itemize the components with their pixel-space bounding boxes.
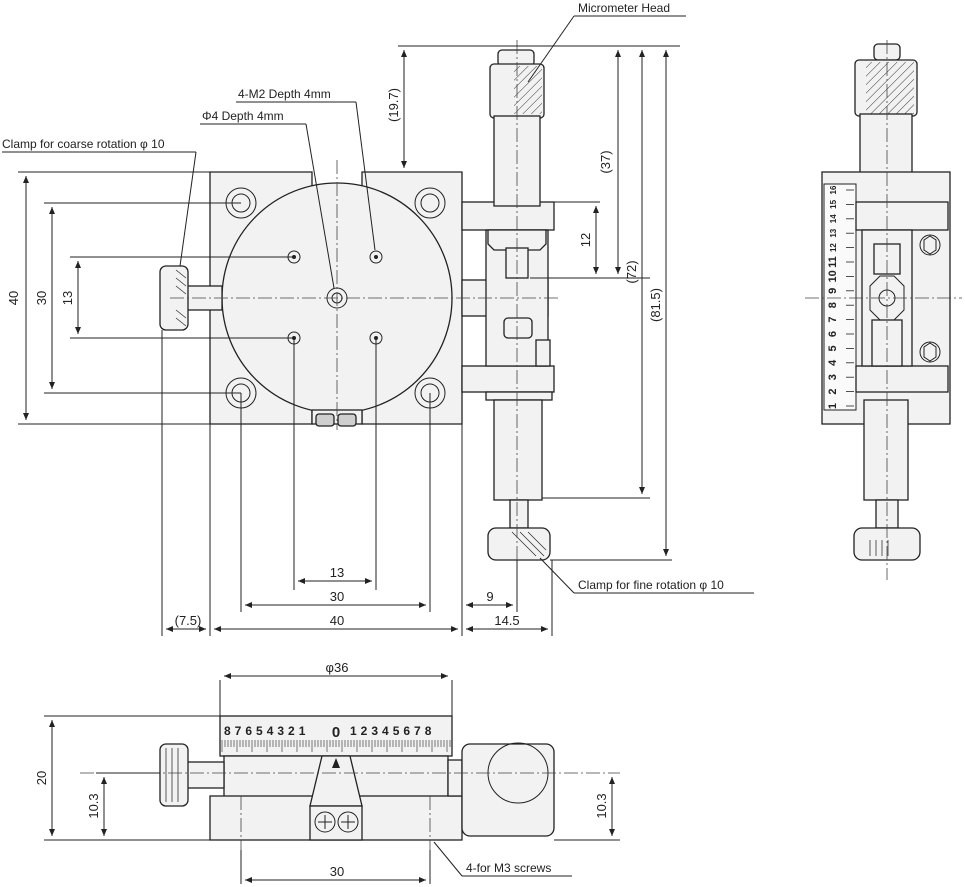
label-m3-screws: 4-for M3 screws: [466, 861, 551, 875]
dim-7-5: (7.5): [175, 613, 202, 628]
label-m2-depth: 4-M2 Depth 4mm: [238, 87, 331, 101]
top-view: [159, 40, 560, 580]
dim-30-bottom: 30: [330, 589, 344, 604]
side-scale-number: 8: [827, 302, 839, 308]
dim-40-left: 40: [6, 291, 21, 305]
front-scale: 87654321 0 12345678: [221, 724, 451, 752]
dim-9: 9: [486, 589, 493, 604]
front-view: 87654321 0 12345678: [80, 715, 620, 850]
front-scale-left: 87654321: [224, 724, 309, 738]
dim-13-bottom: 13: [330, 565, 344, 580]
side-scale-number: 3: [827, 374, 839, 380]
dim-20: 20: [34, 771, 49, 785]
dim-37: (37): [598, 150, 613, 173]
top-dimensions: 40 30 13 (19.7) 12 (37) (72) (81.5) 13: [6, 45, 680, 636]
dim-72: (72): [624, 260, 639, 283]
dim-10-3-right: 10.3: [594, 793, 609, 818]
front-dimensions: φ36 20 10.3 10.3 30 4-for M3 screws: [34, 660, 620, 884]
side-scale-number: 15: [829, 199, 838, 208]
front-scale-zero: 0: [332, 724, 340, 741]
label-micrometer-head: Micrometer Head: [578, 1, 670, 15]
side-scale-number: 9: [827, 288, 839, 294]
dim-81-5: (81.5): [648, 288, 663, 322]
top-callouts: Micrometer Head 4-M2 Depth 4mm Φ4 Depth …: [2, 1, 754, 594]
label-phi4-depth: Φ4 Depth 4mm: [202, 109, 284, 123]
dim-13-left: 13: [60, 291, 75, 305]
side-scale-number: 13: [829, 228, 838, 237]
dim-30-front: 30: [330, 864, 344, 879]
label-clamp-coarse: Clamp for coarse rotation φ 10: [2, 137, 165, 151]
side-scale-number: 2: [827, 389, 839, 395]
dim-19-7: (19.7): [386, 88, 401, 122]
dim-10-3-left: 10.3: [86, 793, 101, 818]
dim-12: 12: [578, 233, 593, 247]
dim-40-bottom: 40: [330, 613, 344, 628]
side-scale-number: 16: [829, 185, 838, 194]
side-scale-number: 1: [827, 403, 839, 409]
side-scale-number: 7: [827, 317, 839, 323]
dim-phi36: φ36: [326, 660, 349, 675]
dim-30-left: 30: [34, 291, 49, 305]
side-scale-number: 11: [827, 256, 839, 268]
dim-14-5: 14.5: [494, 613, 519, 628]
label-clamp-fine: Clamp for fine rotation φ 10: [578, 578, 724, 592]
side-scale-number: 5: [827, 345, 839, 351]
side-scale-number: 10: [827, 270, 839, 282]
side-scale-number: 6: [827, 331, 839, 337]
side-scale-number: 12: [829, 243, 838, 252]
side-scale-number: 14: [829, 214, 838, 223]
front-scale-right: 12345678: [350, 724, 435, 738]
side-scale-number: 4: [827, 359, 839, 366]
